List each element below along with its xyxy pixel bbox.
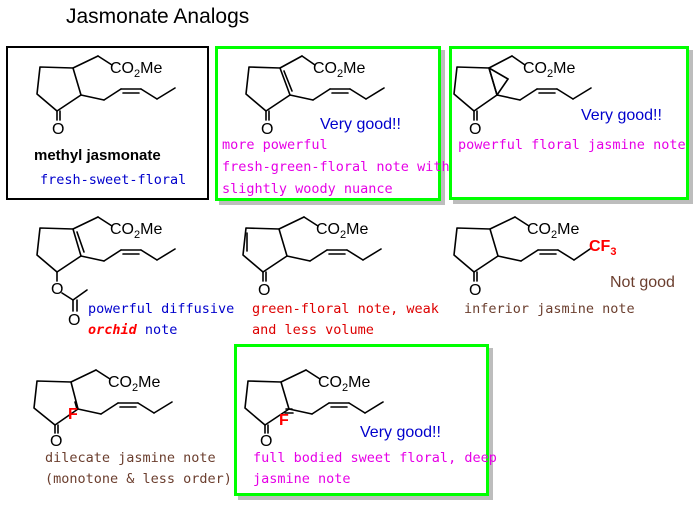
ester-subscript-3: 2 <box>547 68 553 80</box>
ester-label-4: CO2Me <box>110 221 162 241</box>
ester-subscript-7: 2 <box>132 382 138 394</box>
ester-label-1: CO2Me <box>110 60 162 80</box>
ester-label-8: CO2Me <box>318 374 370 394</box>
ester-subscript-1: 2 <box>134 68 140 80</box>
ketone-oxygen-5: O <box>258 282 270 299</box>
ester-suffix-8: Me <box>348 374 370 391</box>
ester-suffix-6: Me <box>557 221 579 238</box>
ester-label-2: CO2Me <box>313 60 365 80</box>
rating-label-3: Very good!! <box>581 107 662 124</box>
ketone-oxygen-3: O <box>469 121 481 138</box>
compound-box-2 <box>215 46 441 201</box>
ester-label-3: CO2Me <box>523 60 575 80</box>
ester-subscript-6: 2 <box>551 229 557 241</box>
enol-oxygen-4: O <box>51 281 63 298</box>
ester-suffix-1: Me <box>140 60 162 77</box>
compound-description-5-line-2: and less volume <box>252 322 374 338</box>
compound-name-methyl-jasmonate: methyl jasmonate <box>34 147 161 164</box>
ketone-oxygen-7: O <box>50 433 62 450</box>
compound-description-8-line-2: jasmine note <box>253 471 351 487</box>
compound-description-3: powerful floral jasmine note <box>458 137 686 153</box>
compound-description-8-line-1: full bodied sweet floral, deep <box>253 450 497 466</box>
rating-label-6: Not good <box>610 274 675 291</box>
compound-box-3 <box>449 46 689 200</box>
ester-subscript-8: 2 <box>342 382 348 394</box>
ester-subscript-4: 2 <box>134 229 140 241</box>
ketone-oxygen-1: O <box>52 121 64 138</box>
ester-suffix-4: Me <box>140 221 162 238</box>
cf3-label: CF3 <box>589 238 616 258</box>
compound-description-7-line-1: dilecate jasmine note <box>45 450 216 466</box>
compound-description-5-line-1: green-floral note, weak <box>252 301 439 317</box>
compound-box-methyl-jasmonate <box>6 46 209 200</box>
compound-description-2-line-2: fresh-green-floral note with <box>222 159 450 175</box>
compound-description-6: inferior jasmine note <box>464 301 635 317</box>
ester-suffix-7: Me <box>138 374 160 391</box>
ester-label-7: CO2Me <box>108 374 160 394</box>
compound-description-4-line-2: note <box>144 322 178 338</box>
ester-suffix-2: Me <box>343 60 365 77</box>
ester-subscript-2: 2 <box>337 68 343 80</box>
compound-description-2-line-3: slightly woody nuance <box>222 181 393 197</box>
structure-compound-5 <box>242 216 382 282</box>
ester-suffix-3: Me <box>553 60 575 77</box>
structure-compound-3 <box>453 55 592 121</box>
fluorine-label-7: F <box>68 406 78 423</box>
compound-description-4-line-1: powerful diffusive <box>88 301 235 317</box>
rating-label-8: Very good!! <box>360 424 441 441</box>
structure-compound-4 <box>36 216 176 312</box>
structure-methyl-jasmonate <box>36 55 176 121</box>
ester-suffix-5: Me <box>346 221 368 238</box>
compound-description-4-line-2-wrap: orchid note <box>88 321 177 340</box>
page-title: Jasmonate Analogs <box>66 5 250 28</box>
compound-box-8 <box>234 344 489 496</box>
compound-description-7-line-2: (monotone & less order) <box>45 471 232 487</box>
ester-label-6: CO2Me <box>527 221 579 241</box>
fluorine-label-8: F <box>279 412 289 429</box>
structure-compound-2 <box>245 55 385 121</box>
compound-description-2-line-1: more powerful <box>222 137 328 153</box>
ester-subscript-5: 2 <box>340 229 346 241</box>
ketone-oxygen-6: O <box>469 282 481 299</box>
structure-compound-8 <box>244 369 384 434</box>
orchid-emphasis: orchid <box>88 322 137 338</box>
structure-compound-6 <box>453 216 591 282</box>
ester-label-5: CO2Me <box>316 221 368 241</box>
cf3-subscript: 3 <box>610 246 616 258</box>
ketone-oxygen-2: O <box>261 121 273 138</box>
structure-compound-7 <box>33 369 173 434</box>
ketone-oxygen-8: O <box>260 433 272 450</box>
compound-description-1: fresh-sweet-floral <box>40 172 187 188</box>
rating-label-2: Very good!! <box>320 116 401 133</box>
carbonyl-oxygen-4: O <box>68 312 80 329</box>
